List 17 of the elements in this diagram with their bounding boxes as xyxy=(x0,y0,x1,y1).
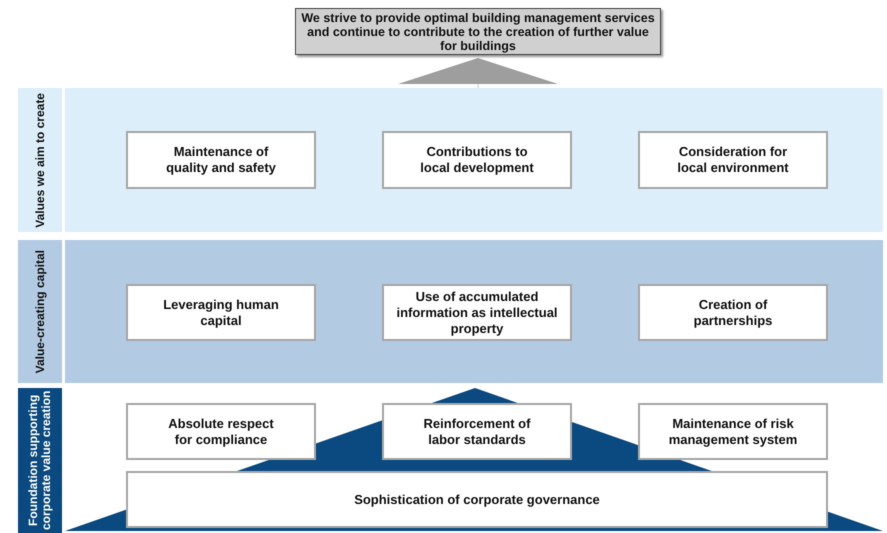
layer-band xyxy=(18,240,883,383)
side-label: Value-creating capital xyxy=(34,250,46,374)
text-box: Sophistication of corporate governance xyxy=(126,471,828,528)
text-box: Reinforcement of labor standards xyxy=(382,403,572,460)
text-box: Use of accumulated information as intellectual property xyxy=(382,284,572,341)
side-label: Values we aim to create xyxy=(34,92,46,228)
goal-box: We strive to provide optimal building management services and continue to contribute to the creation of further value for buildings xyxy=(295,8,661,55)
text-box: Contributions to local development xyxy=(382,131,572,189)
text-box: Creation of partnerships xyxy=(638,284,828,341)
text-box: Maintenance of quality and safety xyxy=(126,131,316,189)
text-box: Leveraging human capital xyxy=(126,284,316,341)
side-label: Foundation supporting corporate value creation xyxy=(27,390,53,532)
text-box: Maintenance of risk management system xyxy=(638,403,828,460)
text-box: Consideration for local environment xyxy=(638,131,828,189)
text-box: Absolute respect for compliance xyxy=(126,403,316,460)
arrow xyxy=(398,58,558,88)
layer-band xyxy=(18,88,883,232)
